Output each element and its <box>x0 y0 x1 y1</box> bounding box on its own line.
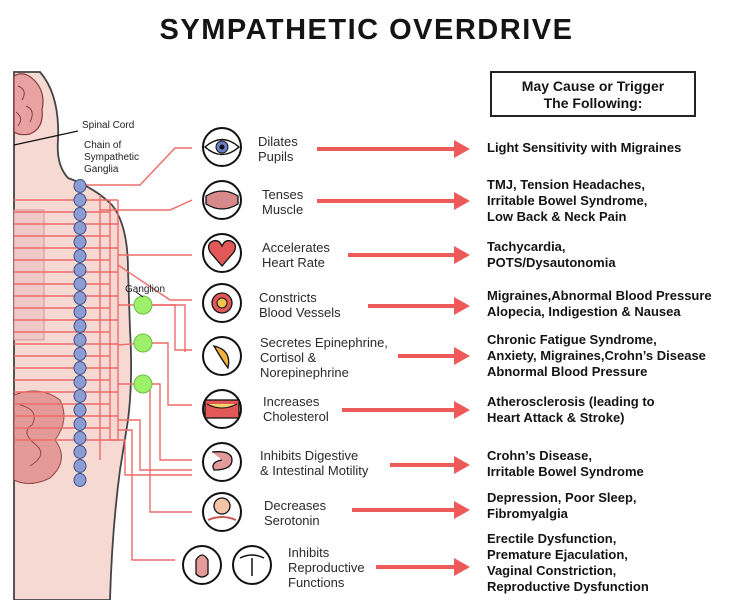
action-line: Serotonin <box>264 513 320 528</box>
effect-row-3: Tachycardia, POTS/Dysautonomia <box>487 239 616 271</box>
effect-line: Irritable Bowel Syndrome <box>487 464 644 479</box>
effect-line: Premature Ejaculation, <box>487 547 628 562</box>
effect-line: Irritable Bowel Syndrome, <box>487 193 648 208</box>
heart-icon <box>202 233 242 273</box>
action-line: Secretes Epinephrine, <box>260 335 388 350</box>
intestines-shape <box>13 390 65 484</box>
action-line: Decreases <box>264 498 327 513</box>
ganglion-label: Ganglion <box>125 284 166 295</box>
effect-line: Light Sensitivity with Migraines <box>487 140 682 155</box>
serotonin-cell-icon <box>202 492 242 532</box>
effects-header: May Cause or Trigger The Following: <box>490 71 696 117</box>
effect-line: Anxiety, Migraines,Crohn’s Disease <box>487 348 706 363</box>
ganglia <box>133 295 153 394</box>
action-line: Inhibits <box>288 545 330 560</box>
action-line: Tenses <box>262 187 304 202</box>
effect-row-1: Light Sensitivity with Migraines <box>487 140 681 156</box>
chain-label: Chain of Sympathetic Ganglia <box>84 140 139 176</box>
action-row-4: Constricts Blood Vessels <box>259 290 341 320</box>
action-line: Increases <box>263 394 320 409</box>
reproductive-organs-icon <box>182 545 272 585</box>
effect-row-4: Migraines,Abnormal Blood Pressure Alopec… <box>487 288 712 320</box>
effect-line: Alopecia, Indigestion & Nausea <box>487 304 681 319</box>
action-line: Reproductive <box>288 560 365 575</box>
action-line: Inhibits Digestive <box>260 448 359 463</box>
action-line: & Intestinal Motility <box>260 463 369 478</box>
action-line: Norepinephrine <box>260 365 349 380</box>
effect-row-7: Crohn’s Disease, Irritable Bowel Syndrom… <box>487 448 644 480</box>
effect-line: Reproductive Dysfunction <box>487 579 649 594</box>
action-row-3: Accelerates Heart Rate <box>262 240 330 270</box>
effect-line: Vaginal Constriction, <box>487 563 617 578</box>
action-row-1: Dilates Pupils <box>258 134 298 164</box>
effects-header-line2: The Following: <box>543 95 643 111</box>
action-line: Blood Vessels <box>259 305 341 320</box>
action-line: Functions <box>288 575 345 590</box>
effect-line: Heart Attack & Stroke) <box>487 410 625 425</box>
sympathetic-chain <box>73 179 87 487</box>
effect-line: Fibromyalgia <box>487 506 568 521</box>
effects-header-line1: May Cause or Trigger <box>521 78 665 94</box>
effect-line: Chronic Fatigue Syndrome, <box>487 332 657 347</box>
action-line: Heart Rate <box>262 255 325 270</box>
nerve-lines <box>14 147 193 561</box>
effect-row-6: Atherosclerosis (leading to Heart Attack… <box>487 394 655 426</box>
action-row-7: Inhibits Digestive & Intestinal Motility <box>260 448 368 478</box>
eye-icon <box>202 127 242 167</box>
effect-line: Erectile Dysfunction, <box>487 531 617 546</box>
adrenal-gland-icon <box>202 336 242 376</box>
action-line: Cortisol & <box>260 350 317 365</box>
action-line: Muscle <box>262 202 304 217</box>
action-line: Accelerates <box>262 240 330 255</box>
chain-label-line2: Sympathetic <box>84 152 140 163</box>
action-row-5: Secretes Epinephrine, Cortisol & Norepin… <box>260 335 388 380</box>
effect-line: Abnormal Blood Pressure <box>487 364 648 379</box>
chain-label-line1: Chain of <box>84 140 122 151</box>
action-row-2: Tenses Muscle <box>262 187 303 217</box>
blood-vessel-icon <box>202 283 242 323</box>
chain-label-line3: Ganglia <box>84 164 119 175</box>
spinal-cord-label: Spinal Cord <box>82 120 135 131</box>
action-line: Cholesterol <box>263 409 329 424</box>
action-row-6: Increases Cholesterol <box>263 394 329 424</box>
effect-line: TMJ, Tension Headaches, <box>487 177 645 192</box>
effect-row-8: Depression, Poor Sleep, Fibromyalgia <box>487 490 637 522</box>
effect-line: Crohn’s Disease, <box>487 448 593 463</box>
page-title: SYMPATHETIC OVERDRIVE <box>159 14 574 46</box>
action-row-9: Inhibits Reproductive Functions <box>288 545 365 590</box>
effect-row-2: TMJ, Tension Headaches, Irritable Bowel … <box>487 177 647 225</box>
effect-line: Atherosclerosis (leading to <box>487 394 655 409</box>
intestine-icon <box>202 442 242 482</box>
action-line: Dilates <box>258 134 298 149</box>
brain-shape <box>13 73 44 136</box>
action-line: Pupils <box>258 149 294 164</box>
effect-row-5: Chronic Fatigue Syndrome, Anxiety, Migra… <box>487 332 706 380</box>
effect-arrows <box>317 140 470 576</box>
effect-line: Low Back & Neck Pain <box>487 209 627 224</box>
effect-line: Depression, Poor Sleep, <box>487 490 637 505</box>
action-row-8: Decreases Serotonin <box>264 498 326 528</box>
effect-line: Migraines,Abnormal Blood Pressure <box>487 288 712 303</box>
muscle-icon <box>202 180 242 220</box>
artery-plaque-icon <box>202 389 242 429</box>
effect-line: Tachycardia, <box>487 239 566 254</box>
effect-row-9: Erectile Dysfunction, Premature Ejaculat… <box>487 531 649 595</box>
effect-line: POTS/Dysautonomia <box>487 255 616 270</box>
action-line: Constricts <box>259 290 317 305</box>
